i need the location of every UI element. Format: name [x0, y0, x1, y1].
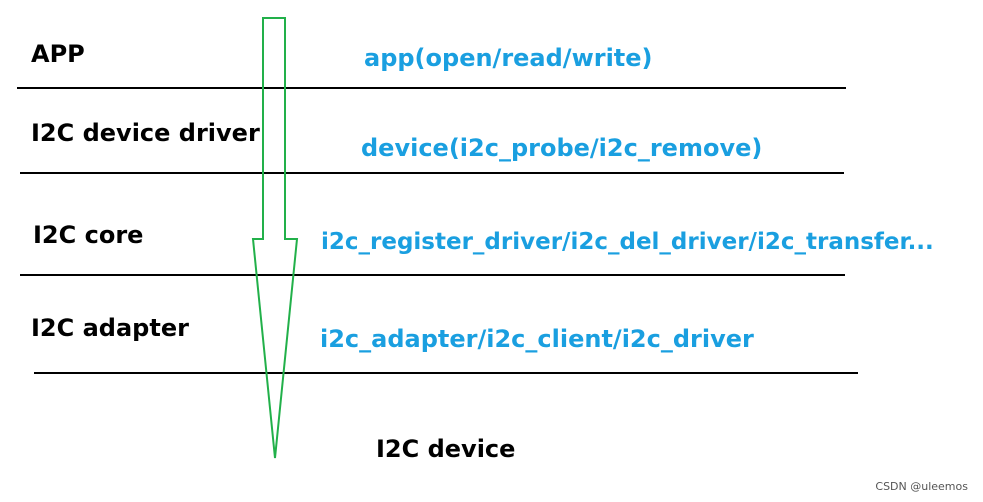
api-label-device-driver: device(i2c_probe/i2c_remove) [361, 134, 763, 162]
api-label-core: i2c_register_driver/i2c_del_driver/i2c_t… [321, 229, 934, 255]
divider-app [17, 87, 846, 89]
layer-label-device-driver: I2C device driver [31, 119, 260, 147]
layer-label-core: I2C core [33, 221, 144, 249]
layer-label-adapter: I2C adapter [31, 314, 189, 342]
api-label-adapter: i2c_adapter/i2c_client/i2c_driver [320, 325, 754, 353]
divider-core [20, 274, 845, 276]
divider-device-driver [20, 172, 844, 174]
watermark: CSDN @uleemos [875, 480, 968, 493]
target-label-i2c-device: I2C device [376, 435, 516, 463]
api-label-app: app(open/read/write) [364, 44, 653, 72]
layer-label-app: APP [31, 40, 85, 68]
divider-adapter [34, 372, 858, 374]
